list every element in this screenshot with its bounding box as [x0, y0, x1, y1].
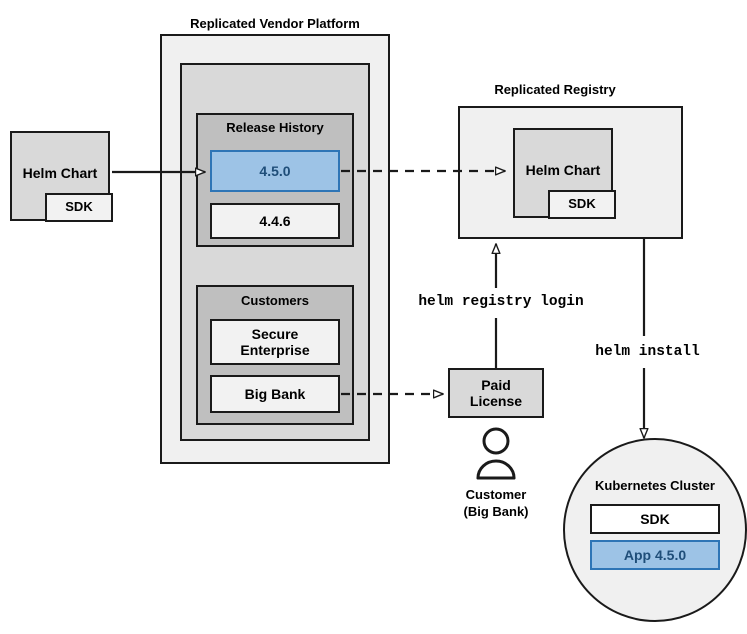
paid-license: Paid License — [448, 368, 544, 418]
customer-big-bank[interactable]: Big Bank — [210, 375, 340, 413]
kubernetes-cluster-title: Kubernetes Cluster — [595, 478, 715, 493]
registry-helm-chart-sdk: SDK — [548, 190, 616, 219]
customer-actor-label-line2: (Big Bank) — [463, 504, 529, 519]
command-helm-registry-login: helm registry login — [418, 294, 584, 310]
cluster-component-sdk: SDK — [590, 504, 720, 534]
person-icon — [476, 427, 516, 480]
cluster-component-app: App 4.5.0 — [590, 540, 720, 570]
customers-title: Customers — [241, 293, 309, 308]
release-history-title: Release History — [226, 120, 324, 135]
source-helm-chart-sdk: SDK — [45, 193, 113, 222]
customer-actor-label-line1: Customer — [465, 487, 527, 502]
customer-secure-enterprise[interactable]: Secure Enterprise — [210, 319, 340, 365]
vendor-platform-title: Replicated Vendor Platform — [190, 16, 360, 31]
registry-title: Replicated Registry — [494, 82, 616, 97]
release-item-previous[interactable]: 4.4.6 — [210, 203, 340, 239]
command-helm-install: helm install — [595, 344, 700, 360]
release-item-current[interactable]: 4.5.0 — [210, 150, 340, 192]
